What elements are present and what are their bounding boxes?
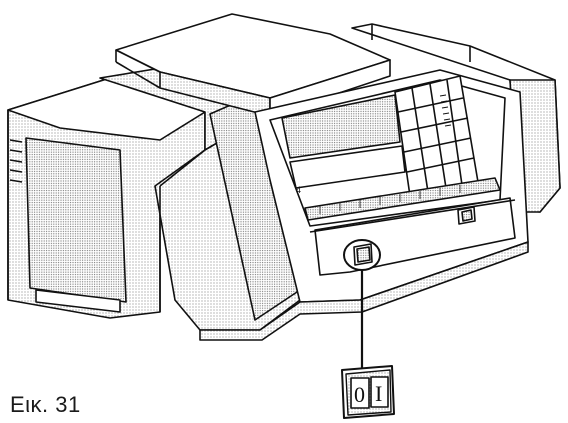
keypad (394, 75, 479, 197)
middle-housing (99, 59, 301, 331)
power-switch-detail: 0 I (341, 365, 395, 419)
paper-slot (304, 177, 501, 221)
secondary-button (457, 206, 476, 225)
power-switch-on-device (343, 239, 381, 271)
left-housing (7, 77, 206, 319)
display-window (281, 94, 401, 159)
switch-on-label: I (375, 381, 382, 406)
switch-off-label: 0 (354, 382, 365, 407)
front-panel: 4 (199, 69, 529, 341)
figure-caption: Εικ. 31 (10, 392, 81, 417)
side-marker-label: 4 (296, 185, 301, 195)
